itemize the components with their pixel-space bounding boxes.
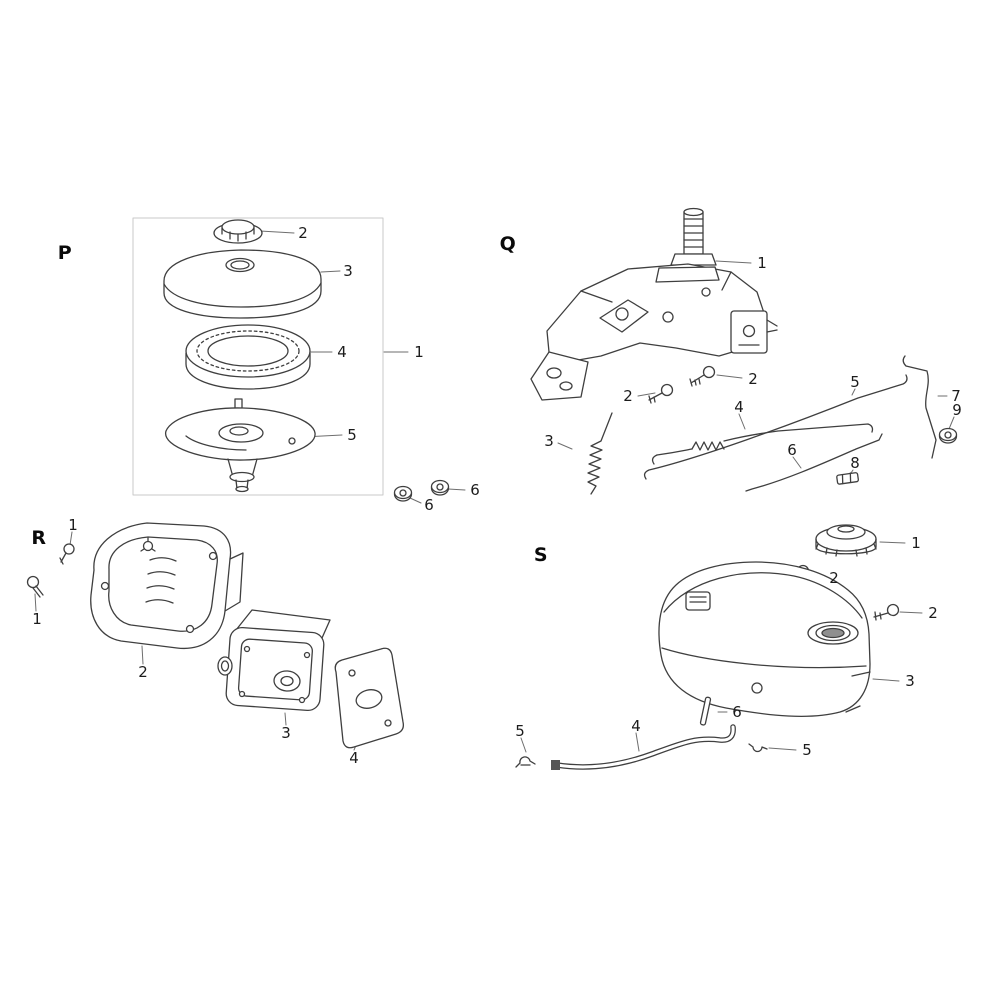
callout-p-4: 4 xyxy=(337,343,347,361)
part-r4-gasket xyxy=(334,647,404,749)
part-s6-pin xyxy=(699,696,712,726)
callout-s-3: 3 xyxy=(905,672,915,690)
callout-r-1b: 1 xyxy=(32,610,42,628)
part-q1-throttle-stud xyxy=(670,207,717,296)
leader-lines xyxy=(34,230,955,753)
part-q3-governor-spring xyxy=(587,412,613,495)
part-q2-bolts xyxy=(648,365,716,404)
callout-q-3: 3 xyxy=(544,432,554,450)
callout-r-4: 4 xyxy=(349,749,359,767)
leader-lines-p xyxy=(259,230,466,504)
callout-p-5: 5 xyxy=(347,426,357,444)
callout-q-6: 6 xyxy=(787,441,797,459)
part-r3-muffler xyxy=(217,609,331,712)
part-p5-air-cleaner-base xyxy=(165,398,316,493)
callout-p-2: 2 xyxy=(298,224,308,242)
callout-q-1: 1 xyxy=(757,254,767,272)
part-q4-throttle-rod xyxy=(651,423,874,465)
callout-r-3: 3 xyxy=(281,724,291,742)
callout-s-5b: 5 xyxy=(802,741,812,759)
leader-lines-q xyxy=(557,260,955,477)
part-p3-air-cleaner-cover xyxy=(163,249,322,319)
part-p6-flange-nuts xyxy=(393,479,450,502)
callout-q-4: 4 xyxy=(734,398,744,416)
part-q6-link-wire xyxy=(745,433,883,492)
callout-q-5: 5 xyxy=(850,373,860,391)
part-s4-fuel-hose xyxy=(551,724,736,770)
section-label-r: R xyxy=(31,527,47,549)
part-p4-filter-element xyxy=(185,324,311,390)
callout-p-6b: 6 xyxy=(424,496,434,514)
callout-q-2a: 2 xyxy=(748,370,758,388)
callout-s-5a: 5 xyxy=(515,722,525,740)
callout-s-4: 4 xyxy=(631,717,641,735)
part-s3-fuel-tank xyxy=(658,561,871,718)
callout-q-9: 9 xyxy=(952,401,962,419)
callout-p-1: 1 xyxy=(414,343,424,361)
callout-q-8: 8 xyxy=(850,454,860,472)
callout-s-6: 6 xyxy=(732,703,742,721)
callout-p-3: 3 xyxy=(343,262,353,280)
part-s1-fuel-cap xyxy=(815,524,877,557)
callout-q-2b: 2 xyxy=(623,387,633,405)
section-p-frame xyxy=(132,217,384,496)
part-r2-muffler-guard xyxy=(90,522,244,650)
section-label-q: Q xyxy=(499,233,517,255)
callout-s-1: 1 xyxy=(911,534,921,552)
callout-s-2a: 2 xyxy=(829,569,839,587)
leader-lines-r xyxy=(34,531,358,751)
section-label-p: P xyxy=(57,242,73,264)
part-p2-wingnut-cap xyxy=(213,219,263,244)
part-q9-flange-nut xyxy=(938,427,958,444)
part-r1-bolts xyxy=(26,543,75,598)
section-label-s: S xyxy=(533,544,549,566)
part-s5-hose-clips xyxy=(515,743,768,768)
part-q-control-bracket xyxy=(530,263,778,401)
callout-r-1a: 1 xyxy=(68,516,78,534)
callout-q-7: 7 xyxy=(951,387,961,405)
part-q8-spacer xyxy=(836,472,859,485)
callout-s-2b: 2 xyxy=(928,604,938,622)
part-q7-bent-rod xyxy=(902,355,937,459)
callout-r-2: 2 xyxy=(138,663,148,681)
part-q5-control-rod xyxy=(643,374,908,480)
callout-p-6a: 6 xyxy=(470,481,480,499)
